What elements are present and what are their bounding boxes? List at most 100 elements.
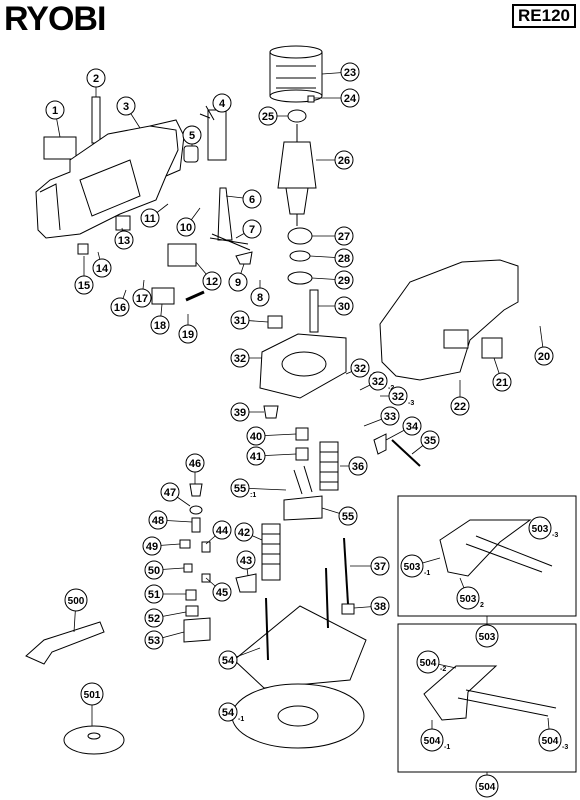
callout-53: 53 xyxy=(144,630,164,650)
brand-logo: RYOBI xyxy=(4,0,106,38)
callout-number: 45 xyxy=(216,587,228,599)
callout-number: 503 xyxy=(460,594,477,605)
callout-circle xyxy=(534,346,554,366)
callout-circle xyxy=(246,426,266,446)
callout-5: 5 xyxy=(182,125,202,145)
callout-number: 3 xyxy=(123,101,129,113)
callout-circle xyxy=(218,650,238,670)
callout-circle xyxy=(132,288,152,308)
callout-21: 21 xyxy=(492,372,512,392)
callout-circle xyxy=(230,348,250,368)
callout-503-1: 503-1 xyxy=(400,554,430,578)
callout-circle xyxy=(64,588,88,612)
callout-35: 35 xyxy=(420,430,440,450)
callout-29: 29 xyxy=(334,270,354,290)
callout-number: 504 xyxy=(479,782,496,793)
callout-47: 47 xyxy=(160,482,180,502)
callout-503: 503 xyxy=(475,624,499,648)
callout-number: 503 xyxy=(404,562,421,573)
callout-number: 17 xyxy=(136,293,148,305)
callout-number: 54 xyxy=(222,655,235,667)
callout-number: 32 xyxy=(234,353,246,365)
callout-20: 20 xyxy=(534,346,554,366)
callout-7: 7 xyxy=(242,219,262,239)
callout-circle xyxy=(144,630,164,650)
callout-48: 48 xyxy=(148,510,168,530)
callout-number: 43 xyxy=(240,555,252,567)
callout-circle xyxy=(456,586,480,610)
callout-504-2: 504-2 xyxy=(416,650,446,674)
callout-circle xyxy=(74,275,94,295)
callout-504-3: 504-3 xyxy=(538,728,568,752)
callout-12: 12 xyxy=(202,271,222,291)
callout-circle xyxy=(420,430,440,450)
callout-circle xyxy=(110,297,130,317)
callout-number: 36 xyxy=(352,461,364,473)
callout-circle xyxy=(234,522,254,542)
callout-circle xyxy=(140,208,160,228)
callout-number: 504 xyxy=(420,658,437,669)
callout-37: 37 xyxy=(370,556,390,576)
callout-3: 3 xyxy=(116,96,136,116)
callout-504: 504 xyxy=(475,774,499,798)
callout-51: 51 xyxy=(144,584,164,604)
bearing xyxy=(287,109,307,123)
part-drawings xyxy=(25,45,577,773)
callout-number: 38 xyxy=(374,601,386,613)
callout-circle xyxy=(334,150,354,170)
callout-number: 34 xyxy=(406,421,419,433)
callout-circle xyxy=(202,271,222,291)
callout-circle xyxy=(538,728,562,752)
callout-circle xyxy=(178,324,198,344)
callout-27: 27 xyxy=(334,226,354,246)
callout-circle xyxy=(185,453,205,473)
cord-guard xyxy=(217,187,233,241)
callout-number: 15 xyxy=(78,280,90,292)
callout-number: 30 xyxy=(338,301,350,313)
callout-number: 2 xyxy=(93,73,99,85)
callout-number: 51 xyxy=(148,589,160,601)
callout-circle xyxy=(492,372,512,392)
callout-circle xyxy=(218,702,238,722)
callout-number: 29 xyxy=(338,275,350,287)
armature xyxy=(277,141,317,189)
callout-number: 20 xyxy=(538,351,550,363)
callout-14: 14 xyxy=(92,258,112,278)
wrench xyxy=(25,621,105,665)
callout-18: 18 xyxy=(150,315,170,335)
callout-number: 21 xyxy=(496,377,508,389)
callout-number: 32 xyxy=(392,391,404,403)
callout-number: 500 xyxy=(68,596,85,607)
callout-circle xyxy=(416,650,440,674)
callout-number: 503 xyxy=(479,632,496,643)
capacitor xyxy=(167,243,197,267)
callout-44: 44 xyxy=(212,520,232,540)
callout-number: 49 xyxy=(146,541,158,553)
callout-circle xyxy=(86,68,106,88)
callout-circle xyxy=(144,608,164,628)
callout-circle xyxy=(230,310,250,330)
callout-number: 44 xyxy=(216,525,229,537)
callout-number: 50 xyxy=(148,565,160,577)
callout-1: 1 xyxy=(45,100,65,120)
callout-circle xyxy=(92,258,112,278)
callout-circle xyxy=(230,402,250,422)
callout-number: 35 xyxy=(424,435,436,447)
right-housing xyxy=(379,259,519,381)
callout-11: 11 xyxy=(140,208,160,228)
callout-circle xyxy=(340,62,360,82)
callout-38: 38 xyxy=(370,596,390,616)
callout-circle xyxy=(212,520,232,540)
callout-number: 9 xyxy=(235,277,241,289)
callout-circle xyxy=(150,315,170,335)
callout-circle xyxy=(334,226,354,246)
callout-23: 23 xyxy=(340,62,360,82)
callout-number: 33 xyxy=(384,411,396,423)
callout-number: 41 xyxy=(250,451,262,463)
callout-circle xyxy=(400,554,424,578)
callout-25: 25 xyxy=(258,106,278,126)
callout-circle xyxy=(250,287,270,307)
callout-number: 53 xyxy=(148,635,160,647)
callout-number: 501 xyxy=(84,690,101,701)
